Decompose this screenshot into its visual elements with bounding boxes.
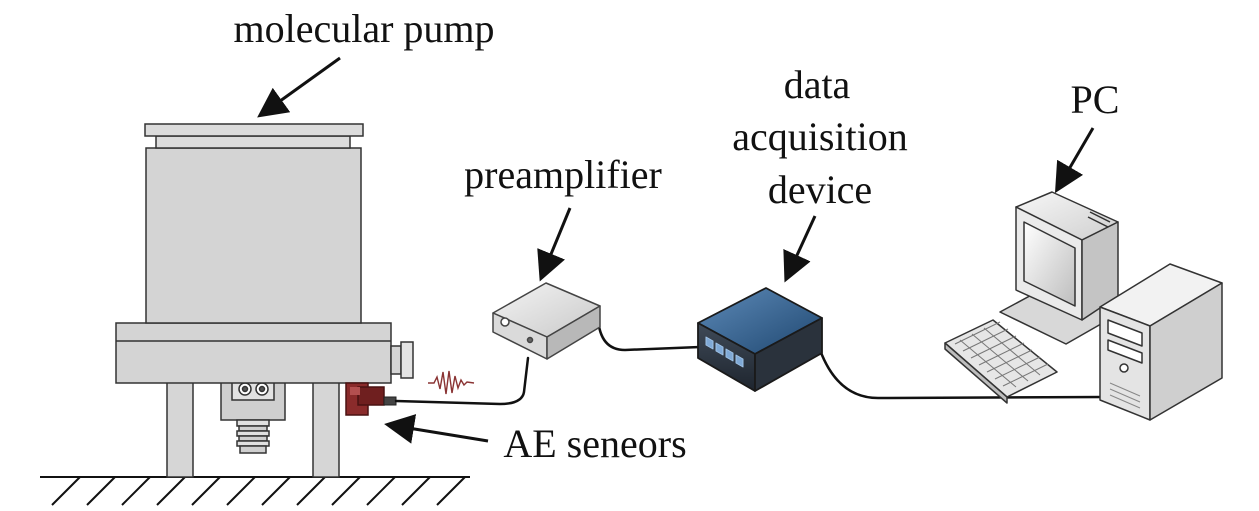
arrow-data-acquisition-device [783, 215, 817, 283]
label-ae-sensors: AE seneors [503, 421, 686, 466]
molecular-pump-icon [115, 123, 414, 478]
label-pc: PC [1071, 77, 1120, 122]
label-daq-line2: acquisition [732, 114, 908, 159]
pc-icon [944, 191, 1223, 421]
waveform-icon [428, 370, 475, 395]
arrow-preamplifier [537, 207, 572, 282]
label-daq-line1: data [784, 62, 851, 107]
label-molecular-pump: molecular pump [233, 6, 494, 51]
ae-sensor-icon [345, 382, 397, 416]
arrow-pc [1054, 127, 1095, 194]
cable-daq-to-pc [818, 348, 1107, 400]
cable-sensor-to-preamp [394, 356, 530, 406]
keyboard-keys [954, 321, 1049, 388]
ground-hatching [51, 476, 466, 506]
label-preamplifier: preamplifier [464, 152, 662, 197]
arrow-molecular-pump [257, 56, 341, 118]
labels: molecular pump preamplifier data acquisi… [233, 6, 1119, 466]
label-daq-line3: device [768, 167, 872, 212]
preamplifier-icon [492, 282, 601, 360]
daq-indicator-leds [705, 336, 744, 368]
computer-tower-icon [1099, 263, 1223, 421]
arrows [257, 56, 1095, 444]
keyboard-icon [944, 319, 1058, 404]
data-acquisition-device-icon [697, 287, 823, 392]
arrow-ae-sensors [384, 414, 489, 444]
monitor-icon [999, 191, 1119, 345]
cable-preamp-to-daq [596, 316, 702, 352]
ground [40, 476, 470, 506]
